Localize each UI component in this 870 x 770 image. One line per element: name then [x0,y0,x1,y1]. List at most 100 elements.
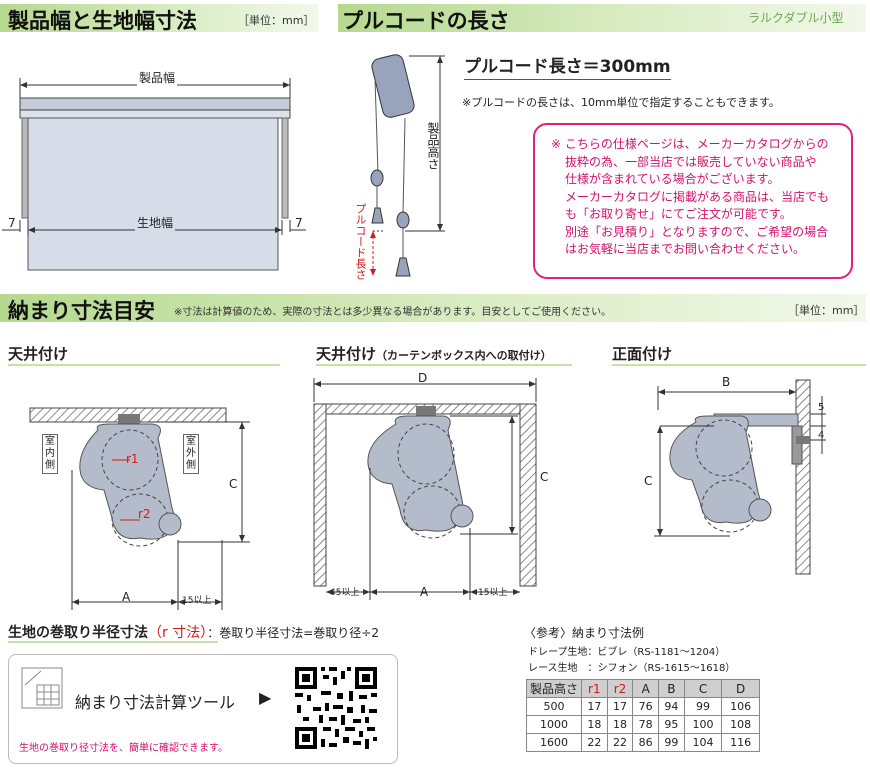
table-cell: 22 [581,733,608,752]
dim-c-box: C [540,470,549,484]
table-cell: 99 [683,697,723,716]
dim-a-box: A [420,585,429,599]
pullcord-length-note: ※プルコードの長さは、10mm単位で指定することもできます。 [462,96,780,109]
col-header: 製品高さ [526,679,582,698]
table-cell: 18 [606,715,634,734]
ceiling-title-underline [8,364,280,366]
reference-drape: ドレープ生地：ビブレ（RS-1181～1204） [528,647,726,658]
r2-label: r2 [138,507,151,521]
ceiling-title: 天井付け [8,345,69,363]
notice-line: も「お取り寄せ」にてご注文が可能です。 [565,207,792,221]
col-header: B [658,679,685,698]
dim-c-ceiling: C [229,477,238,491]
section-title-pullcord: プルコードの長さ [342,9,510,33]
unit-label: ［単位：mm］ [238,14,315,27]
table-cell: 76 [632,697,660,716]
box-mount-diagram [313,378,537,600]
radius-heading: 生地の巻取り半径寸法（r 寸法）：巻取り半径寸法=巻取り径÷2 [8,622,379,642]
col-header: r2 [606,679,634,698]
section-band-width [0,4,318,32]
section-title-width: 製品幅と生地幅寸法 [8,9,197,33]
reference-table: 製品高さ r1 r2 A B C D 500 17 17 76 94 99 10… [526,679,760,752]
radius-formula: ：巻取り半径寸法=巻取り径÷2 [207,626,379,640]
box-title-sub: （カーテンボックス内への取付け） [376,349,552,362]
table-cell: 106 [721,697,760,716]
dim-15-box: 15以上 [478,588,508,598]
col-header: r1 [581,679,608,698]
table-cell: 1000 [526,715,582,734]
front-title-underline [612,364,866,366]
section-band-fit [0,294,866,322]
dim-d-box: D [418,371,428,385]
product-width-label: 製品幅 [137,69,178,86]
table-cell: 500 [526,697,582,716]
col-header: A [632,679,660,698]
table-cell: 17 [581,697,608,716]
notice-box: ※ こちらの仕様ページは、メーカーカタログからの 抜粋の為、一部当店では販売して… [533,123,853,279]
indoor-label: 室内側 [42,434,58,474]
fabric-width-label: 生地幅 [135,214,176,231]
dim-c-front: C [644,474,653,488]
front-mount-diagram [654,379,826,575]
dim-4-front: 4 [818,430,825,441]
notice-line: メーカーカタログに掲載がある商品は、当店でも [565,189,830,204]
section-title-fit: 納まり寸法目安 [8,299,155,323]
dim-15-ceiling: 15以上 [182,596,212,606]
table-cell: 1600 [526,733,582,752]
notice-line: ※ こちらの仕様ページは、メーカーカタログからの [551,137,829,151]
table-cell: 104 [683,733,723,752]
table-row: 1000 18 18 78 95 100 108 [526,715,760,734]
fit-note: ※寸法は計算値のため、実際の寸法とは多少異なる場合があります。目安としてご使用く… [174,307,612,318]
dim-b-front: B [722,375,731,389]
right-gap-label: 7 [295,216,303,230]
calc-tool-label[interactable]: 納まり寸法計算ツール [75,693,236,712]
table-cell: 116 [721,733,760,752]
qr-code[interactable] [293,665,379,751]
box-title: 天井付け（カーテンボックス内への取付け） [316,343,552,364]
col-header: D [721,679,760,698]
reference-lace: レース生地 ：シフォン（RS-1615～1618） [528,663,736,674]
arrow-right-icon: ▶ [259,688,272,707]
cord-length-label: プルコード長さ [354,203,367,280]
radius-title-paren: （r 寸法） [148,625,208,641]
table-cell: 78 [632,715,660,734]
dim-5-front: 5 [818,402,825,413]
table-header-row: 製品高さ r1 r2 A B C D [526,679,760,698]
dim-45-box: 45以上 [330,588,360,598]
r1-label: r1 [126,452,139,466]
table-row: 1600 22 22 86 99 104 116 [526,733,760,752]
dim-a-ceiling: A [122,590,131,604]
reference-title: 〈参考〉納まり寸法例 [524,626,645,640]
left-gap-label: 7 [8,216,16,230]
series-label: ラルクダブル小型 [748,11,844,25]
radius-title: 生地の巻取り半径寸法 [8,625,148,641]
fit-unit: ［単位：mm］ [788,304,865,317]
table-cell: 18 [581,715,608,734]
col-header: C [683,679,723,698]
table-row: 500 17 17 76 94 99 106 [526,697,760,716]
table-cell: 86 [632,733,660,752]
box-title-main: 天井付け [316,345,377,363]
calculator-icon [21,667,63,709]
pullcord-length-heading: プルコード長さ＝300mm [464,52,671,80]
table-cell: 108 [721,715,760,734]
table-cell: 99 [658,733,685,752]
notice-line: 抜粋の為、一部当店では販売していない商品や [565,154,817,169]
table-cell: 95 [658,715,685,734]
table-cell: 94 [658,697,685,716]
outdoor-label: 室外側 [183,434,199,474]
product-height-label: 製品高さ [426,122,440,170]
calc-tool-box[interactable]: 納まり寸法計算ツール ▶ 生地の巻取り径寸法を、簡単に確認できます。 [8,654,398,764]
table-cell: 17 [606,697,634,716]
pullcord-diagram [370,54,445,277]
ceiling-mount-diagram [29,407,250,610]
width-diagram [2,78,306,271]
notice-line: 別途「お見積り」となりますので、ご希望の場合 [565,224,829,239]
front-title: 正面付け [612,345,673,363]
calc-tool-caption: 生地の巻取り径寸法を、簡単に確認できます。 [19,743,228,754]
radius-underline [8,641,218,643]
section-band-pullcord [338,4,866,32]
table-cell: 22 [606,733,634,752]
box-title-underline [316,364,572,366]
table-cell: 100 [683,715,723,734]
